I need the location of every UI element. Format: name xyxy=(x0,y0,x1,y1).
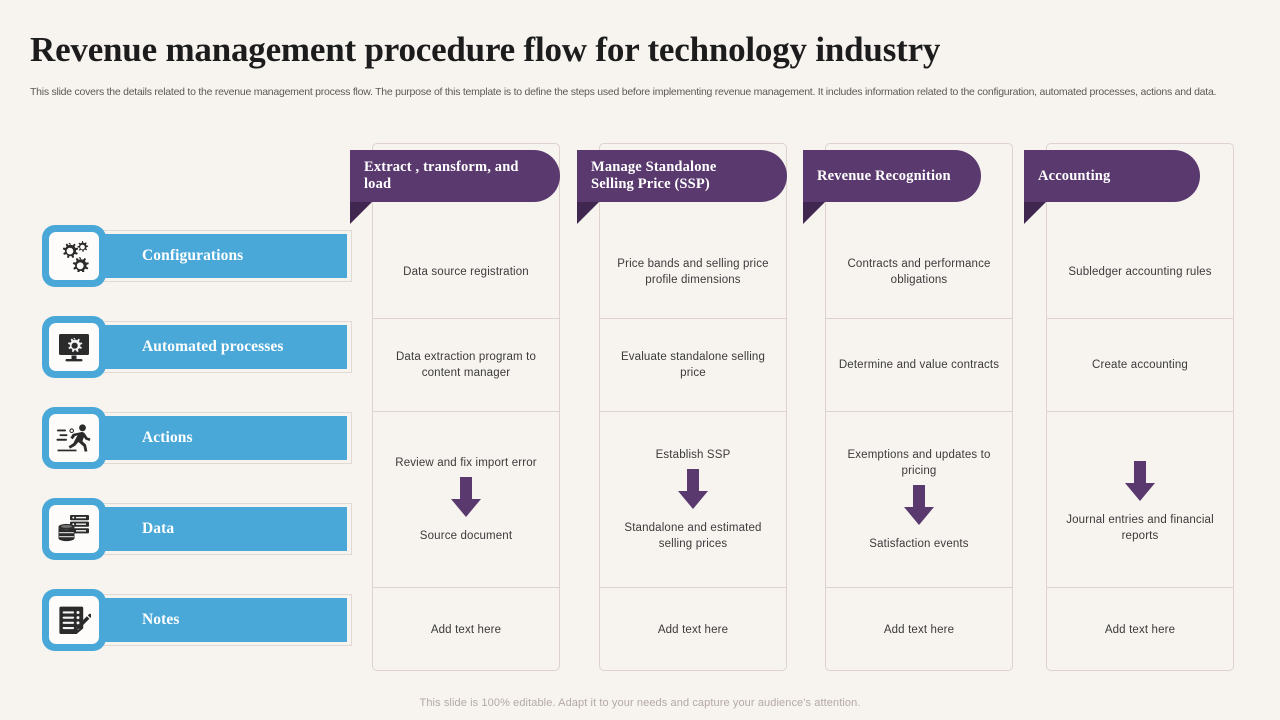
process-step-cell[interactable]: Price bands and selling price profile di… xyxy=(599,225,787,318)
sidebar-item-data[interactable]: Data xyxy=(42,498,352,560)
sidebar-item-notes[interactable]: Notes xyxy=(42,589,352,651)
column-header-banner: Revenue Recognition xyxy=(803,150,981,202)
column-header-ribbon[interactable]: Revenue Recognition xyxy=(803,150,981,224)
sidebar: Configurations Automated processes Actio… xyxy=(42,225,352,680)
column-header-title: Manage Standalone Selling Price (SSP) xyxy=(591,159,717,192)
down-arrow-icon xyxy=(1122,461,1158,506)
process-column-card xyxy=(825,143,1013,671)
sidebar-item-label: Configurations xyxy=(142,247,244,264)
running-person-icon xyxy=(49,414,99,462)
sidebar-item-bar xyxy=(99,234,347,278)
ribbon-fold-icon xyxy=(1024,202,1046,224)
process-step-text: Add text here xyxy=(657,623,729,636)
process-step-cell[interactable]: Data extraction program to content manag… xyxy=(372,318,560,411)
ribbon-fold-icon xyxy=(803,202,825,224)
process-step-text: Evaluate standalone selling price xyxy=(620,351,766,379)
column-header-banner: Manage Standalone Selling Price (SSP) xyxy=(577,150,787,202)
gears-icon xyxy=(49,232,99,280)
process-step-text-secondary: Journal entries and financial reports xyxy=(1066,514,1214,542)
sidebar-item-icon-frame[interactable] xyxy=(42,316,106,378)
process-column-card xyxy=(372,143,560,671)
sidebar-item-label: Notes xyxy=(142,611,180,628)
sidebar-item-actions[interactable]: Actions xyxy=(42,407,352,469)
process-step-cell[interactable]: Exemptions and updates to pricing Satisf… xyxy=(825,411,1013,587)
process-step-cell[interactable]: Add text here xyxy=(1046,587,1234,671)
process-step-text: Data extraction program to content manag… xyxy=(395,351,537,379)
sidebar-item-automated-processes[interactable]: Automated processes xyxy=(42,316,352,378)
database-stack-icon xyxy=(49,505,99,553)
process-step-cell[interactable]: Add text here xyxy=(825,587,1013,671)
monitor-gear-icon xyxy=(49,323,99,371)
sidebar-item-label: Data xyxy=(142,520,175,537)
process-step-text: Data source registration xyxy=(403,265,529,278)
sidebar-item-icon-frame[interactable] xyxy=(42,589,106,651)
process-step-cell[interactable]: Review and fix import error Source docum… xyxy=(372,411,560,587)
column-header-ribbon[interactable]: Manage Standalone Selling Price (SSP) xyxy=(577,150,787,224)
page-title: Revenue management procedure flow for te… xyxy=(30,30,941,69)
page-subtitle: This slide covers the details related to… xyxy=(30,86,1217,98)
process-step-text: Review and fix import error xyxy=(395,457,537,469)
process-step-cell[interactable]: Journal entries and financial reports xyxy=(1046,411,1234,587)
process-step-cell[interactable]: Add text here xyxy=(599,587,787,671)
sidebar-item-label: Actions xyxy=(142,429,193,446)
process-step-text-secondary: Satisfaction events xyxy=(869,538,969,550)
process-step-text: Add text here xyxy=(1104,623,1176,636)
notepad-pencil-icon xyxy=(49,596,99,644)
process-step-cell[interactable]: Data source registration xyxy=(372,225,560,318)
sidebar-item-icon-frame[interactable] xyxy=(42,407,106,469)
sidebar-item-configurations[interactable]: Configurations xyxy=(42,225,352,287)
sidebar-item-bar xyxy=(99,507,347,551)
process-step-text: Determine and value contracts xyxy=(838,359,1000,371)
process-step-text: Price bands and selling price profile di… xyxy=(617,257,769,286)
process-column-card xyxy=(1046,143,1234,671)
down-arrow-icon xyxy=(901,485,937,530)
process-column-card xyxy=(599,143,787,671)
process-step-text: Exemptions and updates to pricing xyxy=(847,449,991,477)
process-step-text: Create accounting xyxy=(1092,359,1188,371)
sidebar-item-icon-frame[interactable] xyxy=(42,225,106,287)
column-header-ribbon[interactable]: Extract , transform, and load xyxy=(350,150,560,224)
process-step-text: Contracts and performance obligations xyxy=(847,257,991,286)
process-step-cell[interactable]: Create accounting xyxy=(1046,318,1234,411)
column-header-title: Revenue Recognition xyxy=(817,167,951,184)
ribbon-fold-icon xyxy=(350,202,372,224)
column-header-banner: Extract , transform, and load xyxy=(350,150,560,202)
process-step-cell[interactable]: Evaluate standalone selling price xyxy=(599,318,787,411)
sidebar-item-bar xyxy=(99,416,347,460)
sidebar-item-icon-frame[interactable] xyxy=(42,498,106,560)
process-step-cell[interactable]: Establish SSP Standalone and estimated s… xyxy=(599,411,787,587)
process-step-text: Subledger accounting rules xyxy=(1068,265,1212,278)
sidebar-item-bar xyxy=(99,598,347,642)
footer-note: This slide is 100% editable. Adapt it to… xyxy=(419,697,861,709)
process-step-text: Add text here xyxy=(883,623,955,636)
column-header-title: Extract , transform, and load xyxy=(364,159,519,192)
process-step-text: Establish SSP xyxy=(655,449,731,461)
process-step-cell[interactable]: Contracts and performance obligations xyxy=(825,225,1013,318)
down-arrow-icon xyxy=(448,477,484,522)
process-step-cell[interactable]: Add text here xyxy=(372,587,560,671)
sidebar-item-bar xyxy=(99,325,347,369)
ribbon-fold-icon xyxy=(577,202,599,224)
process-step-text: Add text here xyxy=(430,623,502,636)
column-header-title: Accounting xyxy=(1038,167,1111,184)
process-step-text-secondary: Standalone and estimated selling prices xyxy=(624,522,762,550)
column-header-ribbon[interactable]: Accounting xyxy=(1024,150,1200,224)
column-header-banner: Accounting xyxy=(1024,150,1200,202)
process-step-cell[interactable]: Subledger accounting rules xyxy=(1046,225,1234,318)
process-step-text-secondary: Source document xyxy=(419,530,513,542)
process-step-cell[interactable]: Determine and value contracts xyxy=(825,318,1013,411)
down-arrow-icon xyxy=(675,469,711,514)
sidebar-item-label: Automated processes xyxy=(142,338,284,355)
